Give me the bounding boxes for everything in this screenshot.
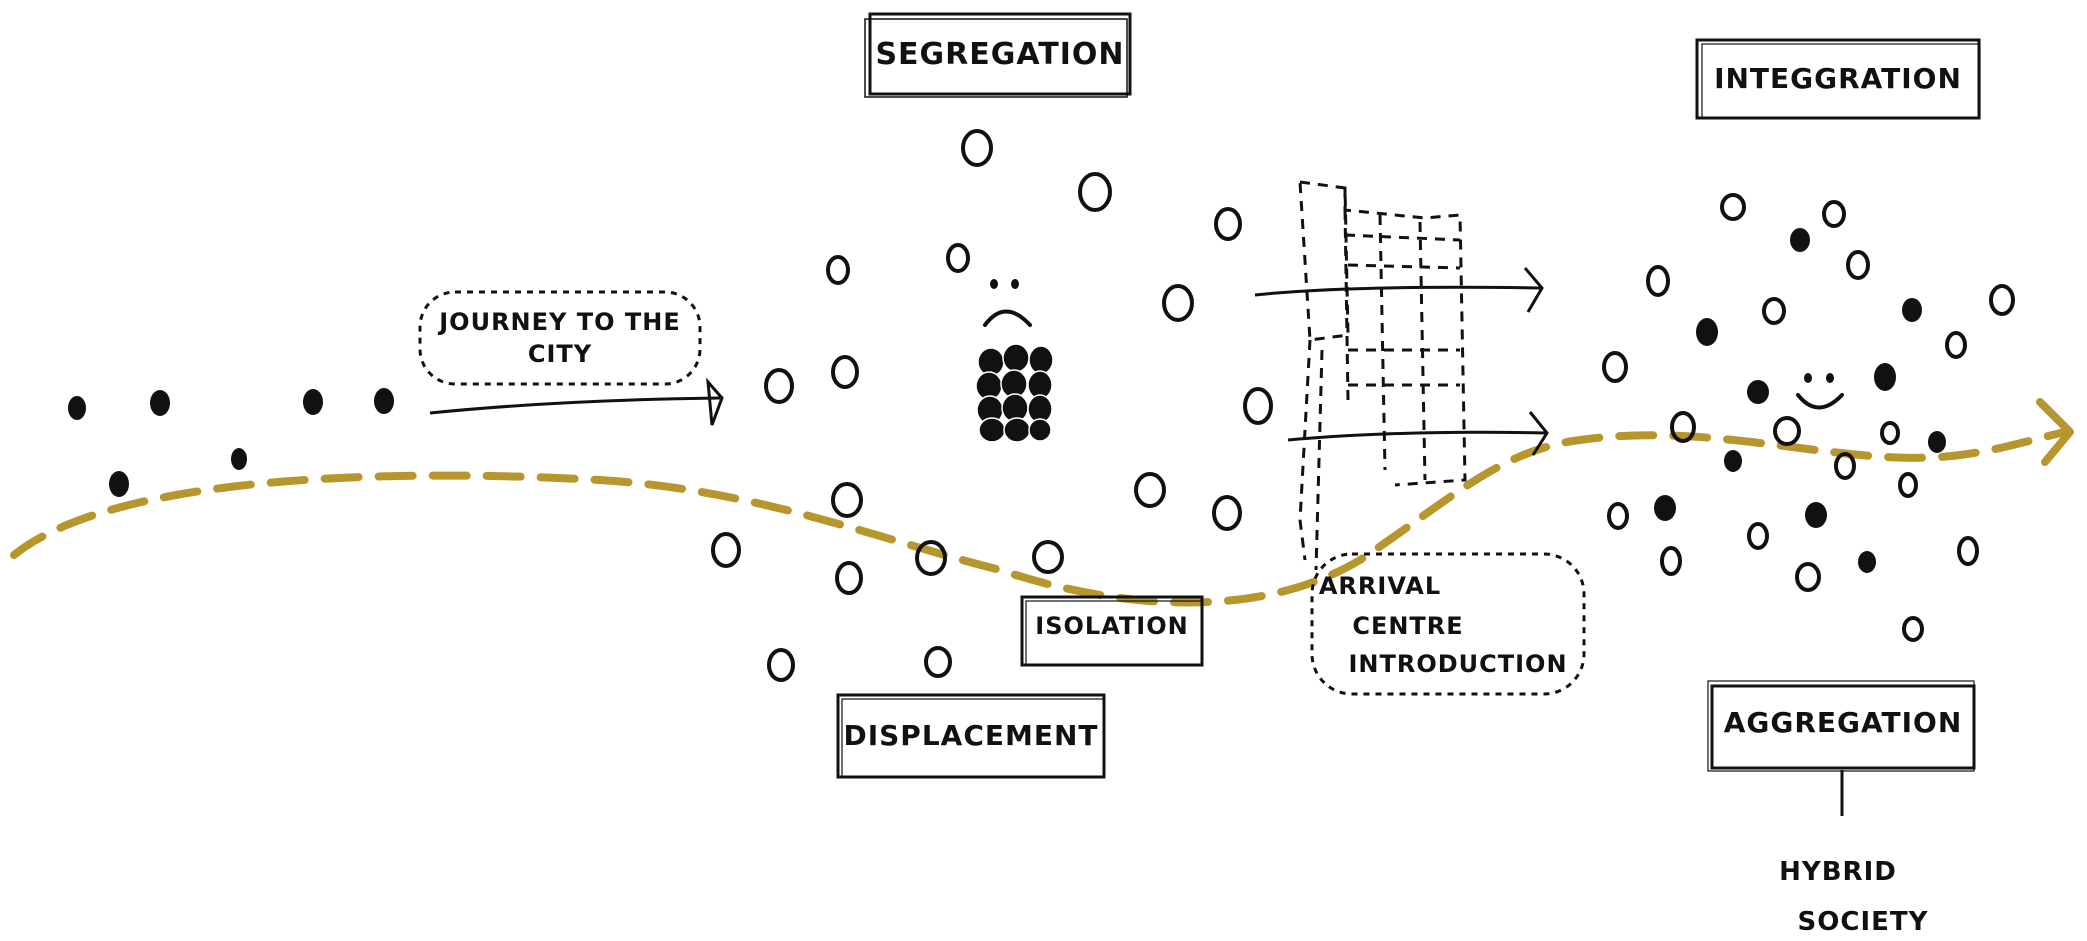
host-circle <box>1989 284 2015 316</box>
host-circle <box>835 561 863 595</box>
host-circle <box>1898 472 1918 498</box>
host-circle <box>1720 193 1746 221</box>
arrival-label-line1: ARRIVAL <box>1319 572 1441 600</box>
arrival-label-line2: CENTRE <box>1352 612 1463 640</box>
host-circle <box>1834 452 1856 480</box>
arrival-arrow-top <box>1254 285 1541 297</box>
arrival-label-line3: INTRODUCTION <box>1348 650 1567 678</box>
migrant-dot <box>1858 551 1876 573</box>
migrant-dot <box>150 390 170 416</box>
migrant-dot <box>1696 318 1718 346</box>
host-circle <box>924 646 952 678</box>
arrival-arrows <box>1254 267 1549 456</box>
migrant-dot <box>374 388 394 414</box>
segregation-box <box>868 12 1132 96</box>
host-circle <box>1214 207 1242 241</box>
journey-label-line2: CITY <box>528 340 592 368</box>
host-circles-segregation <box>711 129 1273 682</box>
aggregation-label: AGGREGATION <box>1724 706 1963 739</box>
host-circle <box>1134 472 1166 508</box>
host-circle <box>1747 522 1769 550</box>
host-circle <box>1212 495 1242 531</box>
displacement-label-group: DISPLACEMENT <box>836 693 1106 779</box>
host-circle <box>1162 284 1194 322</box>
integration-label: INTEGGRATION <box>1714 62 1962 95</box>
host-circle <box>915 540 947 576</box>
hybrid-label-line1: HYBRID <box>1779 857 1897 887</box>
aggregation-label-group: AGGREGATION <box>1707 680 1976 816</box>
migrant-dot <box>303 389 323 415</box>
migrant-dot <box>109 471 129 497</box>
arrival-arrowhead-bottom-icon <box>1528 411 1549 456</box>
migrant-dot <box>1724 450 1742 472</box>
host-circle <box>831 482 863 518</box>
host-circle <box>764 368 794 404</box>
arrival-arrowhead-top-icon <box>1523 267 1544 313</box>
displacement-label: DISPLACEMENT <box>843 719 1098 752</box>
migrant-dot <box>1805 502 1827 528</box>
arrival-centre-building <box>1298 180 1467 571</box>
migrant-dots <box>68 388 394 497</box>
host-circle <box>1902 616 1924 642</box>
isolation-label-group: ISOLATION <box>1020 595 1204 667</box>
journey-path-arrowhead-icon <box>2036 398 2074 466</box>
host-circle <box>1078 172 1112 212</box>
journey-label-group: JOURNEY TO THE CITY <box>418 290 724 426</box>
migrant-dot <box>1790 228 1810 252</box>
host-circle <box>961 129 993 167</box>
journey-label-box <box>418 290 702 386</box>
host-circle <box>1846 250 1870 280</box>
host-circle <box>767 648 795 682</box>
migrant-dot <box>68 396 86 420</box>
migrant-dot <box>1902 298 1922 322</box>
integration-label-group: INTEGGRATION <box>1695 38 1981 120</box>
host-circle <box>1660 546 1682 576</box>
host-circle <box>1880 421 1900 445</box>
host-circle <box>826 255 850 285</box>
host-circles-integration <box>1602 193 2015 642</box>
migrant-dot <box>1928 431 1946 453</box>
migrant-dot <box>1747 380 1769 404</box>
smiley-face-icon <box>1796 373 1844 410</box>
sad-face-icon <box>983 279 1032 327</box>
migrant-dot <box>231 448 247 470</box>
host-circle <box>1646 265 1670 297</box>
host-circle <box>711 532 741 568</box>
migrant-dot <box>1654 495 1676 521</box>
host-circle <box>1670 411 1696 443</box>
journey-arrowhead-icon <box>706 377 724 426</box>
journey-label-line1: JOURNEY TO THE <box>437 308 681 336</box>
host-circle <box>831 355 859 389</box>
host-circle <box>1957 536 1979 566</box>
arrival-arrow-bottom <box>1287 430 1546 442</box>
hybrid-label-line2: SOCIETY <box>1798 907 1929 937</box>
migrant-cluster <box>975 343 1054 443</box>
host-circle <box>1795 562 1821 592</box>
host-circle <box>1607 502 1629 530</box>
host-circle <box>1773 416 1801 446</box>
isolation-label: ISOLATION <box>1035 612 1188 640</box>
host-circle <box>1822 200 1846 228</box>
segregation-label-group: SEGREGATION <box>864 12 1132 98</box>
migrant-dots-integration <box>1654 228 1946 573</box>
arrival-label-box <box>1310 552 1586 696</box>
host-circle <box>1032 540 1064 574</box>
arrival-label-group: ARRIVAL CENTRE INTRODUCTION <box>1310 552 1586 696</box>
migrant-dot <box>1874 363 1896 391</box>
host-circle <box>1762 297 1786 325</box>
host-circle <box>1945 331 1967 359</box>
host-circle <box>1243 387 1273 425</box>
journey-path <box>10 428 2069 607</box>
host-circle <box>1602 351 1628 383</box>
journey-arrow <box>429 396 721 415</box>
host-circle <box>946 243 970 273</box>
segregation-label: SEGREGATION <box>875 37 1124 72</box>
